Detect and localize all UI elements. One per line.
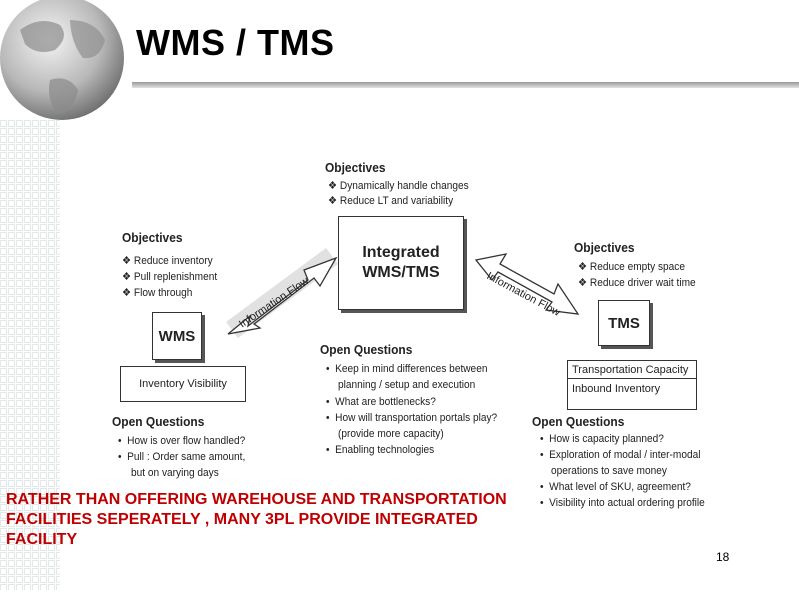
left-arrow-label: Information Flow xyxy=(237,275,311,330)
page-number: 18 xyxy=(716,550,729,564)
wms-tms-diagram: Objectives ❖ Dynamically handle changes … xyxy=(100,148,740,528)
title-underline xyxy=(132,82,799,88)
slide-title: WMS / TMS xyxy=(136,22,334,64)
globe-logo xyxy=(0,0,135,140)
slide-caption: RATHER THAN OFFERING WAREHOUSE AND TRANS… xyxy=(6,490,526,550)
information-flow-arrows: Information Flow Information Flow xyxy=(100,148,740,528)
